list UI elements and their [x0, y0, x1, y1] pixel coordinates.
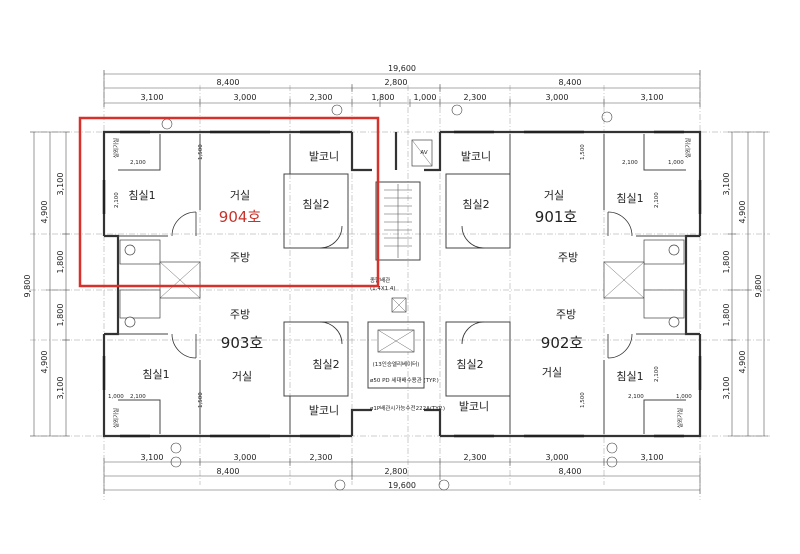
unit-904-highlight-box [78, 116, 380, 288]
dim-right-row-upper: 3,100 [722, 173, 731, 196]
room-903-living: 거실 [232, 370, 252, 383]
dim-right-total: 9,800 [754, 275, 763, 298]
dim-seg-7: 3,000 [546, 93, 569, 102]
room-901-bedroom2: 침실2 [462, 198, 489, 211]
dim-bottom-seg-1: 3,100 [141, 453, 164, 462]
dim-right-major-lower: 4,900 [738, 351, 747, 374]
room-903-bedroom2: 침실2 [312, 358, 339, 371]
inner-dim-904-w: 2,100 [130, 160, 146, 166]
dim-bottom-seg-4: 2,300 [464, 453, 487, 462]
dim-right-row-lower: 3,100 [722, 377, 731, 400]
interior-walls [118, 134, 686, 434]
core-note-1: ø50 PD 세대배수용관 (TYP.) [370, 376, 439, 384]
inner-dim-903-w: 2,100 [130, 394, 146, 400]
room-902-living: 거실 [542, 366, 562, 379]
dim-right-mid-upper: 1,800 [722, 251, 731, 274]
dim-right-mid-lower: 1,800 [722, 304, 731, 327]
room-902-bedroom1: 침실1 [616, 370, 643, 383]
room-902-bedroom2: 침실2 [456, 358, 483, 371]
doors [171, 211, 633, 359]
room-904-utility: 실외기실 [112, 138, 120, 158]
inner-dimensions: 2,100 1,500 2,100 2,100 1,000 1,500 2,10… [108, 144, 692, 408]
inner-dim-901-d: 1,500 [580, 144, 586, 160]
dim-half-right-bottom: 8,400 [559, 467, 582, 476]
dim-bottom-seg-6: 3,100 [641, 453, 664, 462]
dim-bottom-seg-2: 3,000 [234, 453, 257, 462]
dim-seg-8: 3,100 [641, 93, 664, 102]
room-902-kitchen: 주방 [556, 308, 576, 321]
unit-904-label: 904호 [219, 208, 262, 226]
dim-left-major-lower: 4,900 [40, 351, 49, 374]
dim-seg-2: 3,000 [234, 93, 257, 102]
room-902-balcony: 발코니 [459, 400, 489, 413]
dim-left-row-lower: 3,100 [56, 377, 65, 400]
dim-half-left-bottom: 8,400 [217, 467, 240, 476]
dim-bottom-seg-5: 3,000 [546, 453, 569, 462]
inner-dim-902-h: 2,100 [654, 366, 660, 382]
top-dimensions: 19,600 8,400 2,800 8,400 3,100 3,000 2,3… [103, 64, 701, 107]
dim-bottom-seg-3: 2,300 [310, 453, 333, 462]
room-903-balcony: 발코니 [309, 404, 339, 417]
room-902-utility: 실외기실 [676, 408, 684, 428]
left-dimensions: 9,800 4,900 4,900 3,100 1,800 1,800 3,10… [23, 131, 70, 437]
dim-half-left-top: 8,400 [217, 78, 240, 87]
inner-dim-904-h: 2,100 [114, 192, 120, 208]
right-dimensions: 3,100 1,800 1,800 3,100 4,900 4,900 9,80… [722, 131, 768, 437]
core: AV 종합배관 (1.4X1.4) (13인승엘리베이터) ø50 PD 세대배… [370, 139, 445, 412]
dim-seg-3: 2,300 [310, 93, 333, 102]
room-labels: 침실1 거실 침실2 주방 발코니 침실1 거실 침실2 주방 발코니 침실1 … [112, 138, 692, 428]
room-904-bedroom2: 침실2 [302, 198, 329, 211]
windows [102, 130, 702, 438]
room-901-kitchen: 주방 [558, 251, 578, 264]
core-pipe-size: (1.4X1.4) [370, 286, 396, 292]
core-note-2: ø1P배관시가능수전222A(TYP.) [370, 404, 445, 412]
room-904-bedroom1: 침실1 [128, 189, 155, 202]
bottom-dimensions: 3,100 3,000 2,300 2,300 3,000 3,100 8,40… [103, 453, 701, 494]
inner-dim-904-d: 1,500 [198, 144, 204, 160]
inner-dim-902-s: 1,000 [676, 394, 692, 400]
inner-dim-901-s: 1,000 [668, 160, 684, 166]
dim-left-major-upper: 4,900 [40, 201, 49, 224]
inner-dim-901-h: 2,100 [654, 192, 660, 208]
kitchen-fixtures [119, 239, 685, 328]
inner-dim-903-d: 1,500 [198, 392, 204, 408]
dim-center-top: 2,800 [385, 78, 408, 87]
room-901-balcony: 발코니 [461, 150, 491, 163]
core-elevator-label: (13인승엘리베이터) [373, 360, 420, 368]
room-904-living: 거실 [230, 189, 250, 202]
unit-903-label: 903호 [221, 334, 264, 352]
inner-dim-902-d: 1,500 [580, 392, 586, 408]
dim-left-row-upper: 3,100 [56, 173, 65, 196]
room-903-utility: 실외기실 [112, 408, 120, 428]
dim-left-total: 9,800 [23, 275, 32, 298]
core-pipe-label: 종합배관 [370, 276, 390, 284]
dim-overall-top: 19,600 [388, 64, 416, 73]
unit-902-label: 902호 [541, 334, 584, 352]
dim-left-mid-lower: 1,800 [56, 304, 65, 327]
room-904-kitchen: 주방 [230, 251, 250, 264]
dim-left-mid-upper: 1,800 [56, 251, 65, 274]
dim-seg-5: 1,000 [414, 93, 437, 102]
room-901-living: 거실 [544, 189, 564, 202]
unit-numbers: 904호 901호 903호 902호 [219, 208, 584, 352]
room-901-utility: 실외기실 [684, 138, 692, 158]
inner-dim-902-w: 2,100 [628, 394, 644, 400]
dim-seg-4: 1,800 [372, 93, 395, 102]
inner-dim-903-s: 1,000 [108, 394, 124, 400]
unit-901-label: 901호 [535, 208, 578, 226]
dim-center-bottom: 2,800 [385, 467, 408, 476]
room-903-bedroom1: 침실1 [142, 368, 169, 381]
inner-dim-901-w: 2,100 [622, 160, 638, 166]
room-904-balcony: 발코니 [309, 150, 339, 163]
core-av-label: AV [420, 150, 427, 156]
room-903-kitchen: 주방 [230, 308, 250, 321]
grid-markers [161, 104, 618, 491]
dim-seg-1: 3,100 [141, 93, 164, 102]
room-901-bedroom1: 침실1 [616, 192, 643, 205]
dim-half-right-top: 8,400 [559, 78, 582, 87]
dim-right-major-upper: 4,900 [738, 201, 747, 224]
dim-seg-6: 2,300 [464, 93, 487, 102]
dim-overall-bottom: 19,600 [388, 481, 416, 490]
